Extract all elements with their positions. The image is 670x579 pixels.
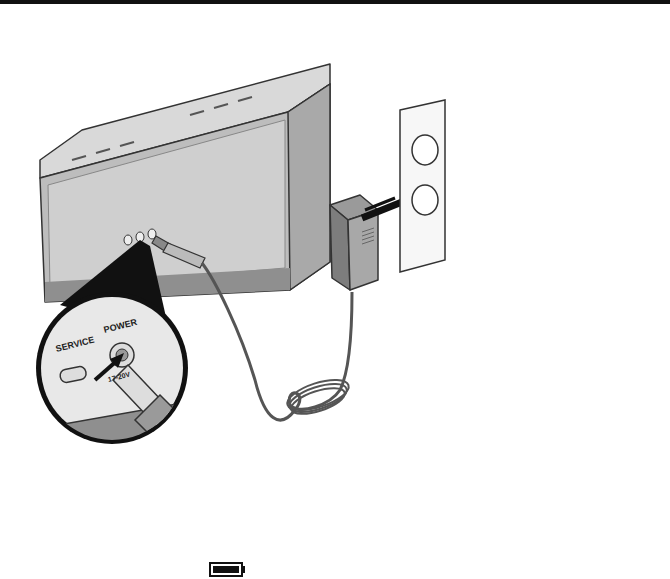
cable-coil [284, 374, 352, 419]
dc-plug [152, 236, 205, 268]
wall-outlet [400, 100, 445, 272]
power-cable [202, 263, 352, 420]
inset-magnifier [30, 292, 210, 470]
speaker [40, 64, 330, 302]
battery-icon [210, 563, 245, 576]
header-bar [0, 0, 670, 4]
